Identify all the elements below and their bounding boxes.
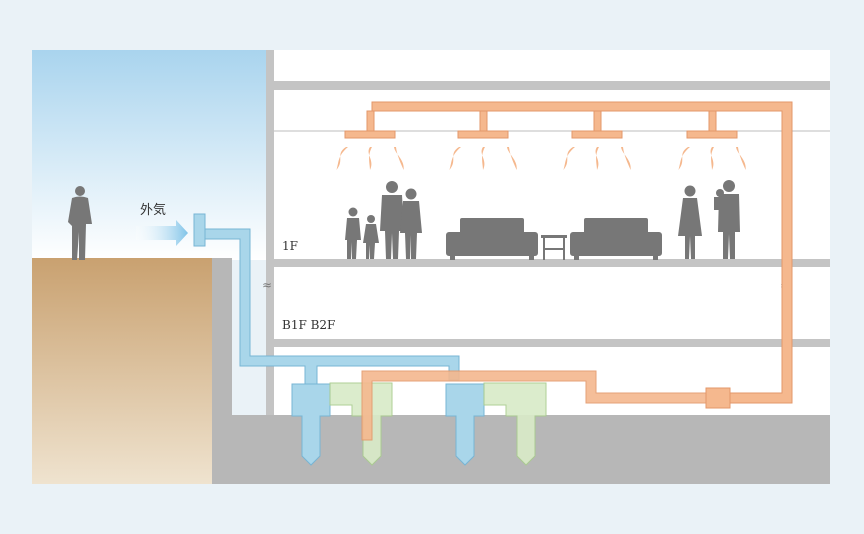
break-mark-left: ≈ [262,278,272,292]
warm-airflow-icon [563,147,575,170]
warm-airflow-icon [394,147,404,170]
person-silhouette-icon [345,207,361,259]
warm-airflow-icon [336,147,348,170]
earth-tube-return [329,382,547,466]
warm-airflow-icon [678,147,690,170]
sofa-icon [570,218,662,260]
outside-air-label: 外気 [140,202,166,218]
air-diffuser-icon [686,130,738,139]
building-exterior-wall [266,50,274,415]
floor-slab-b1f [274,339,830,347]
soil-cross-section [32,258,212,484]
person-silhouette-icon [714,180,740,259]
warm-airflow-icon [736,147,746,170]
person-silhouette-icon [380,181,404,259]
warm-airflow-icon [368,147,372,170]
intake-duct [193,213,485,466]
warm-airflow-icon [595,147,599,170]
person-silhouette-icon [400,188,422,259]
air-diffusers [344,130,738,139]
person-silhouette-icon [68,186,92,260]
roof-slab [274,81,830,90]
floor-label-1f: 1F [282,239,298,253]
air-handling-unit-icon [705,387,731,409]
side-table-icon [541,235,567,260]
air-diffuser-icon [344,130,396,139]
floor-slab-1f [274,259,830,267]
warm-airflow-icon [621,147,631,170]
warm-airflow-icon [449,147,461,170]
warm-airflow-icon [481,147,485,170]
person-silhouette-icon [678,185,702,259]
sofa-icon [446,218,538,260]
air-diffuser-icon [457,130,509,139]
air-diffuser-icon [571,130,623,139]
outside-air-arrow-icon [136,220,188,246]
warm-airflow-icon [336,147,746,170]
supply-duct [361,101,793,441]
family-group-right [678,180,740,259]
family-group-left [345,181,422,259]
warm-airflow-icon [507,147,517,170]
warm-airflow-icon [710,147,714,170]
floor-label-b1f-b2f: B1F B2F [282,318,335,332]
person-silhouette-icon [363,215,379,259]
